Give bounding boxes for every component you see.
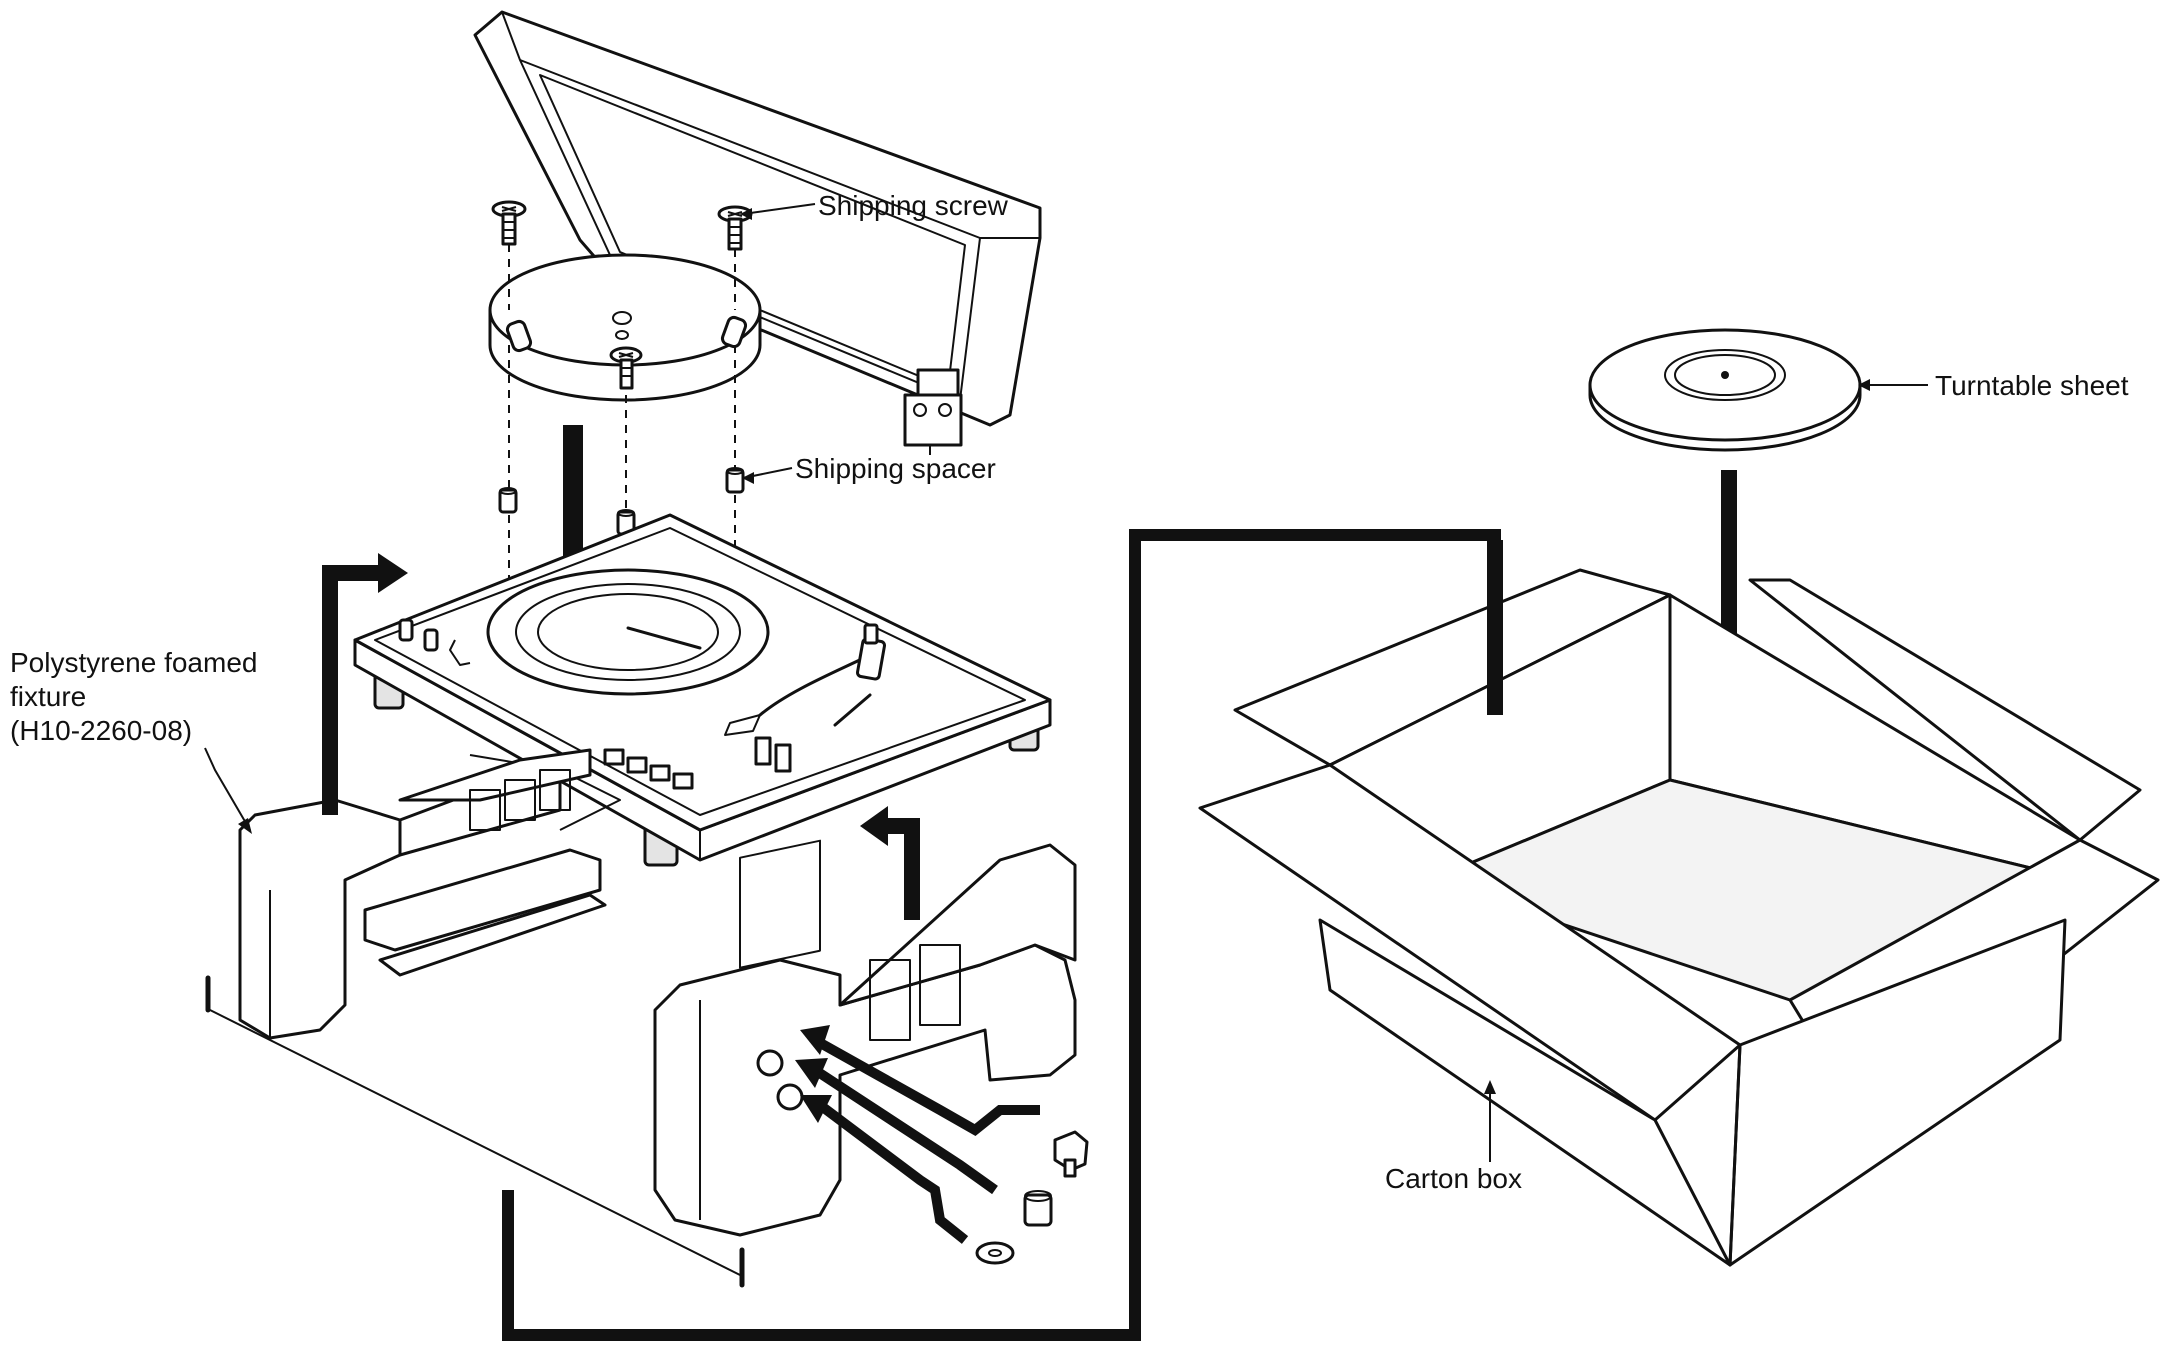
- leader-polystyrene: [204, 747, 251, 831]
- tonearm: [724, 623, 886, 736]
- dust-cover: [473, 10, 1042, 455]
- lid-hinge: [903, 368, 963, 455]
- turntable-unit: [353, 513, 1052, 867]
- shipping-spacer-right: [725, 467, 745, 494]
- insert-arrows: [795, 1025, 1040, 1244]
- shipping-screw-left: [491, 200, 527, 246]
- label-turntable-sheet: Turntable sheet: [1935, 370, 2129, 401]
- label-polystyrene-line1: Polystyrene foamed: [10, 647, 257, 678]
- small-parts: [975, 1130, 1089, 1265]
- shipping-screw-right: [717, 205, 753, 251]
- lift-arrow-right: [860, 806, 920, 920]
- lift-arrow-left: [322, 553, 408, 815]
- turntable-sheet: [1588, 328, 1862, 452]
- label-polystyrene-line3: (H10-2260-08): [10, 715, 192, 746]
- leader-shipping-screw: [742, 203, 816, 215]
- label-shipping-spacer: Shipping spacer: [795, 453, 996, 484]
- platter: [488, 253, 762, 402]
- down-arrow-box: [1487, 540, 1503, 715]
- polystyrene-fixture-left: [238, 748, 607, 1040]
- shipping-spacer-left: [498, 487, 518, 514]
- polystyrene-fixture-right: [653, 839, 1077, 1237]
- carton-box: [1198, 568, 2160, 1267]
- front-buttons: [603, 748, 694, 790]
- label-polystyrene-line2: fixture: [10, 681, 86, 712]
- label-carton-box: Carton box: [1385, 1163, 1522, 1194]
- floor-outline: [205, 975, 745, 1288]
- label-shipping-screw: Shipping screw: [818, 190, 1009, 221]
